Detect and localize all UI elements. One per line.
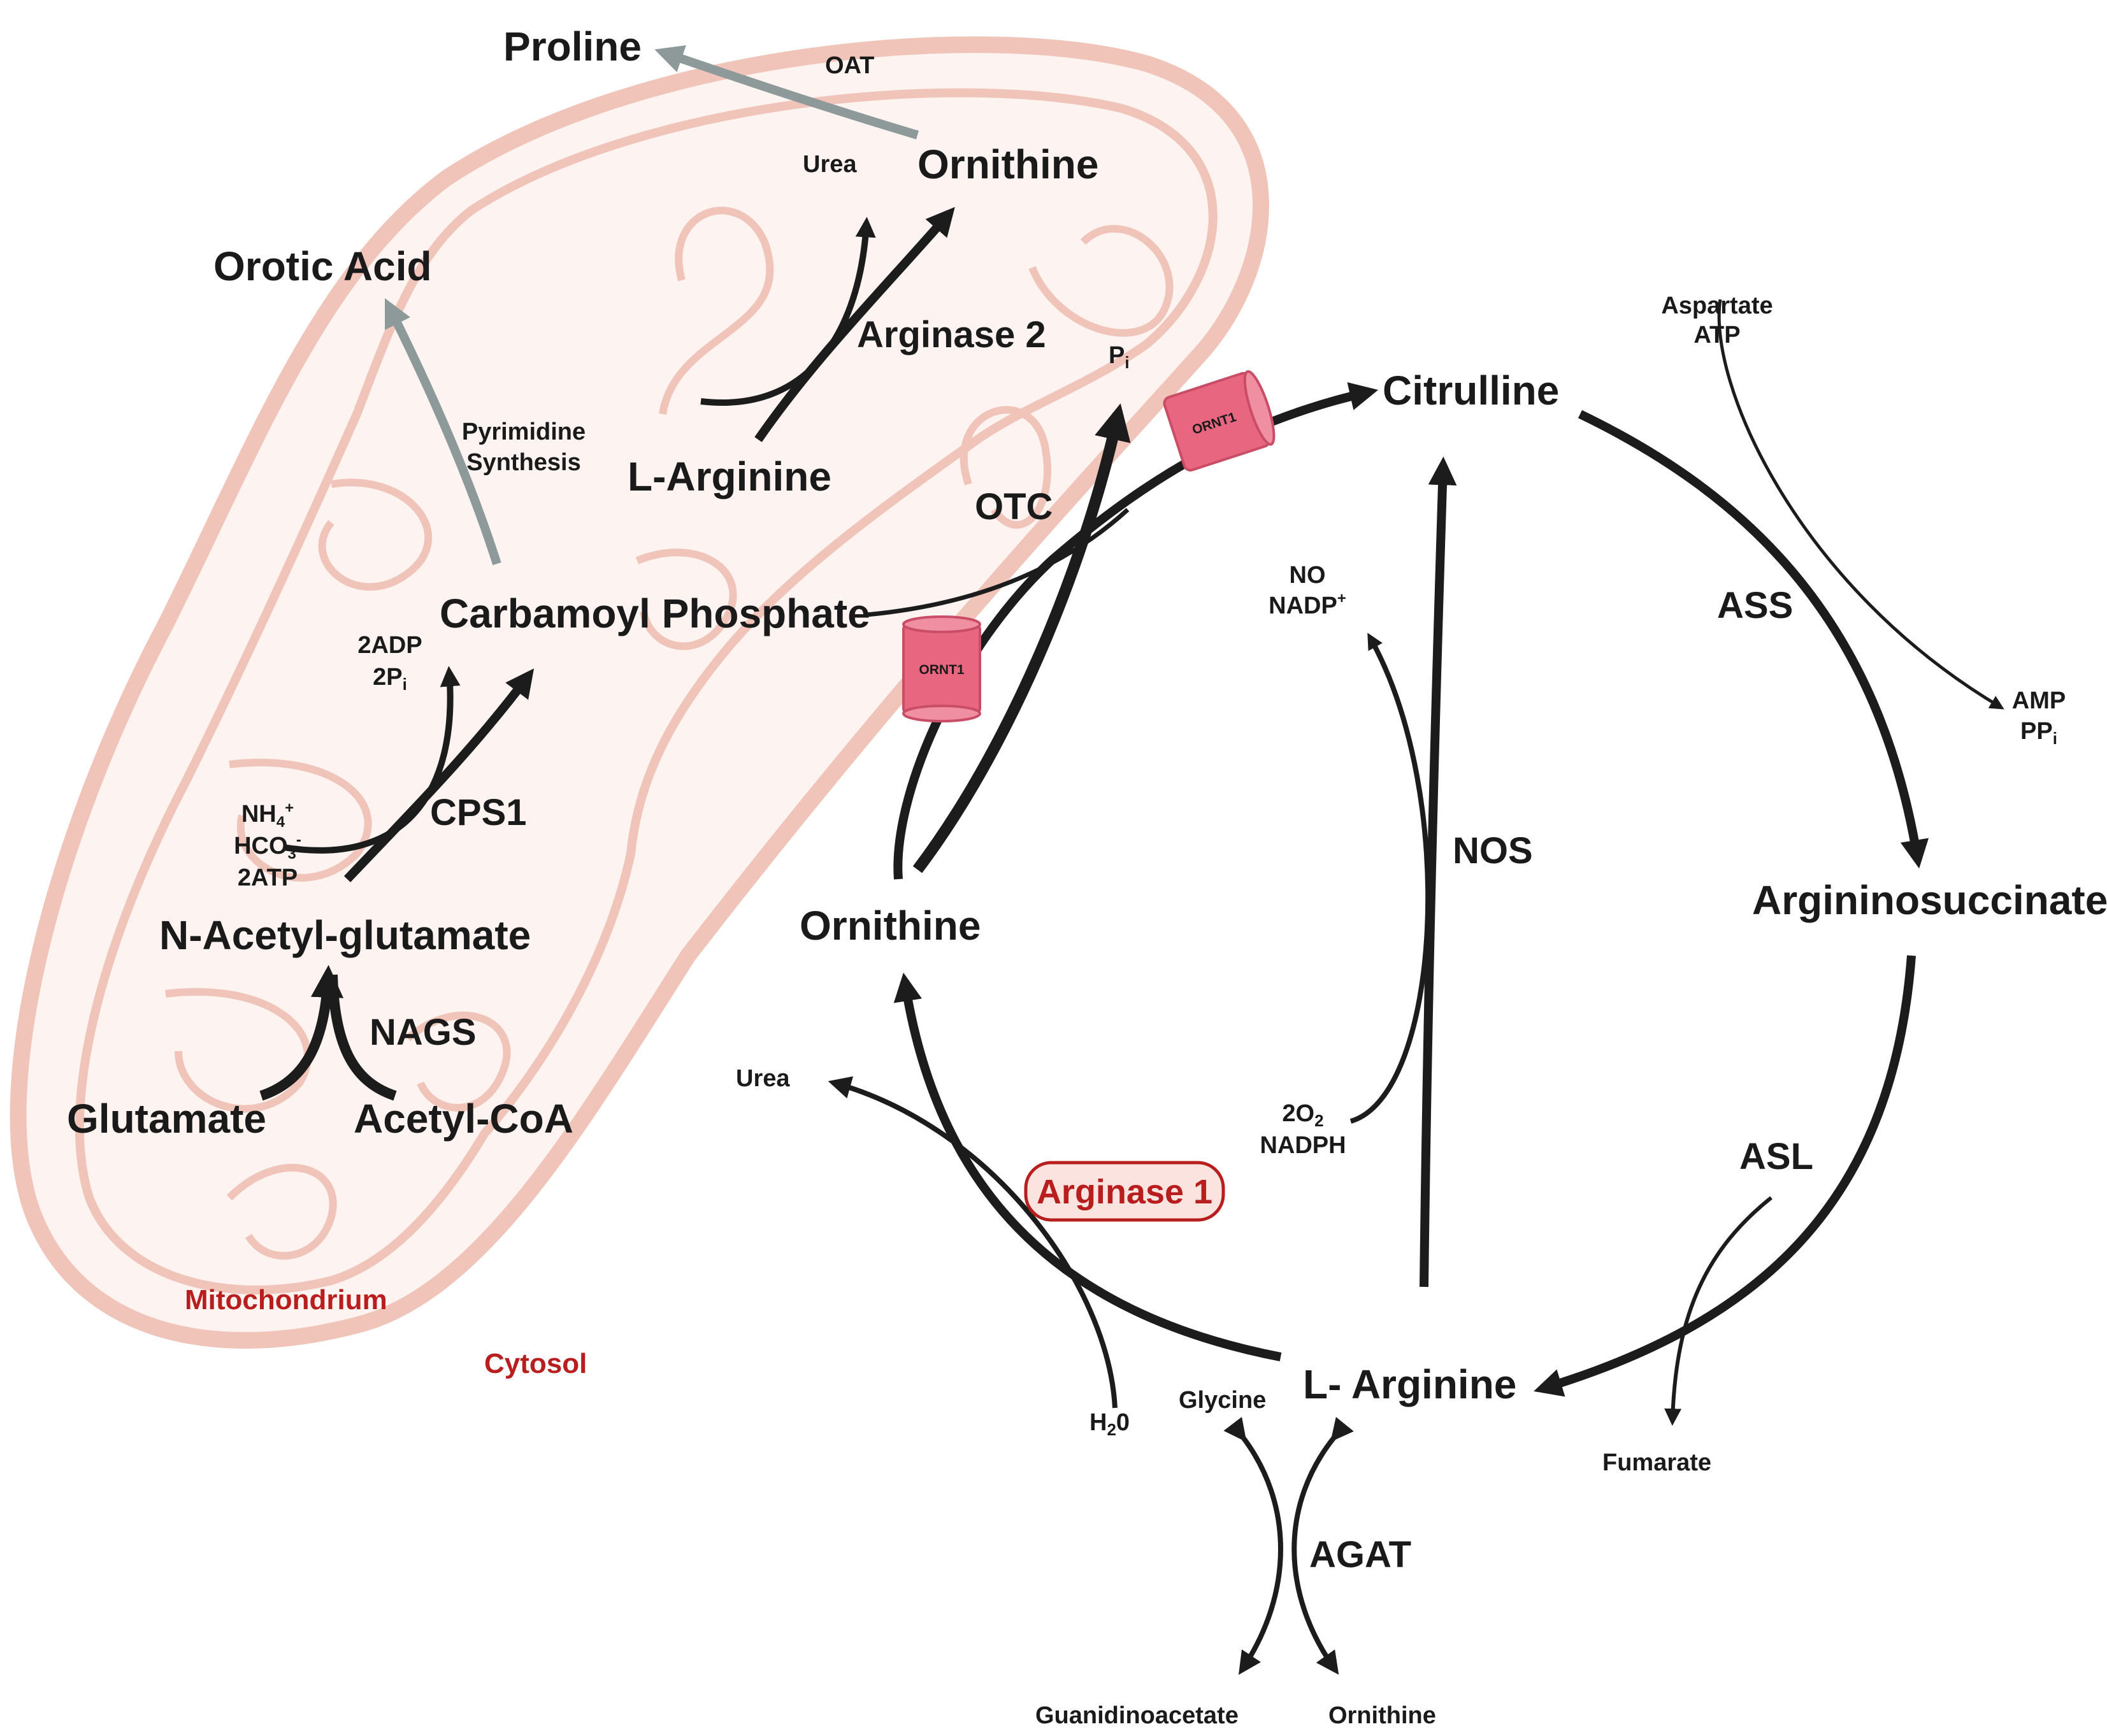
mitochondrion	[10, 36, 1269, 1349]
crista	[960, 406, 1051, 529]
ornithine-mito-label: Ornithine	[917, 141, 1098, 187]
acetyl-coa-label: Acetyl-CoA	[354, 1096, 573, 1142]
citrulline-to-argininosuccinate-arrow	[1578, 299, 2004, 869]
cps1-reaction-arrows	[283, 666, 535, 882]
l-arginine-mito-label: L-Arginine	[628, 454, 831, 499]
asl-label: ASL	[1739, 1136, 1813, 1177]
2atp-label: 2ATP	[238, 864, 298, 891]
2o2-label: 2O2	[1282, 1100, 1323, 1130]
crista	[1028, 225, 1174, 337]
ornt1-transporter-left: ORNT1	[902, 615, 981, 722]
urea-mito-label: Urea	[803, 151, 857, 178]
nags-reaction-arrows	[259, 965, 397, 1101]
atp-label: ATP	[1694, 322, 1740, 348]
pi-label: Pi	[1109, 342, 1130, 372]
pyrimidine-synthesis-label-line2: Synthesis	[466, 449, 581, 476]
proline-label: Proline	[503, 24, 642, 69]
nadp-label: NADP+	[1269, 590, 1346, 619]
ornithine-to-proline-arrow	[654, 45, 919, 140]
guanidinoacetate-label: Guanidinoacetate	[1035, 1702, 1239, 1729]
crista	[659, 206, 774, 415]
crista	[318, 478, 433, 591]
nadph-label: NADPH	[1260, 1132, 1346, 1159]
fumarate-label: Fumarate	[1602, 1449, 1711, 1476]
cytosol-label: Cytosol	[484, 1348, 587, 1379]
ornithine-agat-label: Ornithine	[1328, 1702, 1436, 1729]
crista	[405, 1012, 511, 1112]
arginase1-reaction-arrows	[828, 972, 1282, 1409]
arginase2-label: Arginase 2	[857, 314, 1046, 355]
nos-reaction-arrows	[1349, 456, 1457, 1288]
otc-reaction-arrows	[866, 403, 1131, 873]
argininosuccinate-to-arginine-arrow	[1534, 955, 1916, 1426]
arginase1-badge: Arginase 1	[1024, 1161, 1225, 1222]
ornt1-left-label: ORNT1	[919, 663, 964, 677]
nags-label: NAGS	[370, 1012, 477, 1053]
carbamoyl-phosphate-label: Carbamoyl Phosphate	[440, 591, 870, 636]
agat-reaction-arrows	[1223, 1417, 1354, 1675]
urea-cyto-label: Urea	[736, 1065, 790, 1092]
amp-label: AMP	[2012, 687, 2066, 714]
h2o-label: H20	[1089, 1409, 1130, 1439]
glutamate-label: Glutamate	[67, 1096, 266, 1142]
orotic-acid-label: Orotic Acid	[213, 243, 432, 289]
nh4-label: NH4+	[241, 800, 294, 831]
ornt1-transporter-top: ORNT1	[1163, 370, 1276, 472]
pyrimidine-synthesis-label-line1: Pyrimidine	[462, 419, 586, 445]
nos-label: NOS	[1453, 830, 1533, 872]
cps1-label: CPS1	[430, 792, 527, 833]
arginase2-reaction-arrows	[700, 206, 955, 442]
glycine-label: Glycine	[1179, 1387, 1266, 1414]
adp-label-line1: 2ADP	[357, 632, 422, 659]
mitochondrion-outer-membrane	[10, 36, 1269, 1349]
mitochondrion-inner-membrane	[75, 88, 1218, 1295]
n-acetyl-glutamate-label: N-Acetyl-glutamate	[159, 912, 531, 958]
citrulline-label: Citrulline	[1383, 368, 1559, 413]
no-label: NO	[1290, 562, 1326, 589]
otc-label: OTC	[975, 486, 1053, 527]
ppi-label: PPi	[2020, 718, 2057, 748]
oat-label: OAT	[825, 52, 874, 79]
agat-label: AGAT	[1309, 1534, 1411, 1575]
crista	[229, 758, 372, 882]
ass-label: ASS	[1717, 585, 1793, 626]
crista	[165, 987, 312, 1113]
adp-label-line2: 2Pi	[373, 664, 407, 694]
arginase1-label: Arginase 1	[1037, 1173, 1212, 1211]
argininosuccinate-label: Argininosuccinate	[1752, 877, 2107, 923]
mitochondrium-label: Mitochondrium	[185, 1284, 387, 1316]
hco3-label: HCO3-	[234, 831, 301, 863]
carbamoyl-to-orotic-arrow	[384, 298, 501, 566]
crista	[226, 1164, 337, 1260]
ornithine-cyto-label: Ornithine	[800, 903, 981, 949]
l-arginine-cyto-label: L- Arginine	[1303, 1361, 1516, 1407]
crista	[635, 549, 737, 650]
aspartate-label: Aspartate	[1661, 292, 1773, 319]
